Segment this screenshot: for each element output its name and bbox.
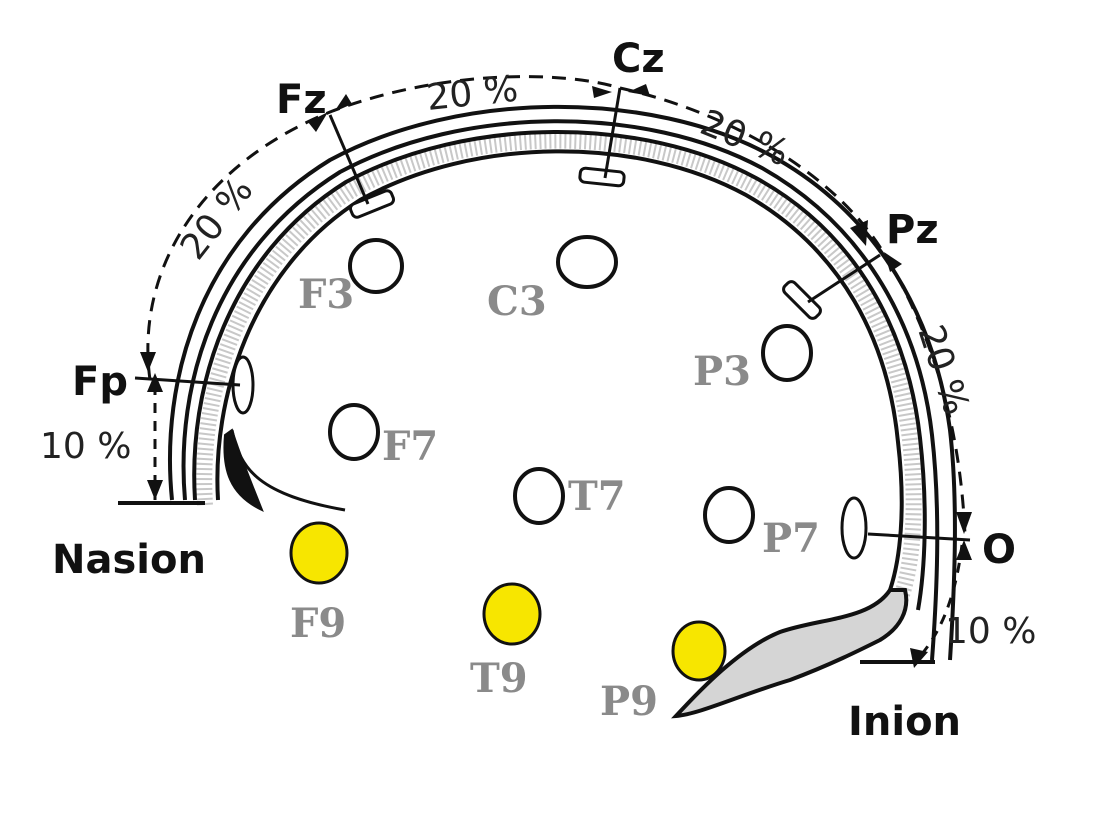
lateral-electrodes xyxy=(328,235,813,544)
pz-tick xyxy=(807,253,881,304)
highlighted-electrodes xyxy=(289,521,727,682)
frontal-sinus xyxy=(223,428,264,512)
pz-pad xyxy=(782,280,822,320)
electrode-c3 xyxy=(556,235,618,289)
pct-fp-fz: 20 % xyxy=(173,170,262,267)
scalp-outer-line xyxy=(168,104,957,661)
nasion-label: Nasion xyxy=(52,537,206,583)
p3-label: P3 xyxy=(693,348,751,395)
electrode-p3 xyxy=(761,324,813,382)
skull-outline xyxy=(118,104,957,719)
fz-pad xyxy=(348,189,396,219)
fz-tick xyxy=(328,114,370,205)
fz-label: Fz xyxy=(276,77,327,123)
arrow-o-up xyxy=(956,540,972,560)
skull-bone-stipple xyxy=(196,132,922,603)
pct-nasion-fp: 10 % xyxy=(40,426,131,467)
electrode-t7 xyxy=(513,467,565,525)
occipital-protuberance xyxy=(671,588,909,719)
arrow-fz-left xyxy=(308,112,328,132)
pct-cz-pz: 20 % xyxy=(695,102,795,174)
arrow-fp-down xyxy=(140,352,156,372)
electrode-f3 xyxy=(348,238,404,294)
t9-label: T9 xyxy=(470,655,528,702)
scalp-inner-line xyxy=(181,119,940,661)
dimension-arc xyxy=(140,75,972,668)
o-label: O xyxy=(982,527,1016,573)
pz-label: Pz xyxy=(886,207,939,253)
skull-inner-table xyxy=(215,149,904,591)
cz-pad xyxy=(578,166,626,188)
electrode-p7 xyxy=(703,486,755,544)
cz-tick xyxy=(603,87,622,179)
f9-label: F9 xyxy=(290,600,346,647)
t7-label: T7 xyxy=(568,473,626,520)
arrow-cz-right xyxy=(628,84,650,96)
arrow-inion-down xyxy=(910,648,928,668)
dimension-arc-path xyxy=(146,75,967,536)
f7-label: F7 xyxy=(382,423,438,470)
skull-outer-table xyxy=(192,130,927,611)
electrode-f7 xyxy=(328,403,380,461)
arrow-cz-left xyxy=(592,86,612,98)
arrow-pz-up xyxy=(884,252,902,272)
p9-label: P9 xyxy=(600,678,658,725)
midline-electrode-pads xyxy=(231,166,868,560)
arrow-pz-down xyxy=(850,220,868,246)
electrode-t9 xyxy=(482,582,542,646)
arrow-nasion-up xyxy=(147,480,163,500)
p7-label: P7 xyxy=(762,515,820,562)
cz-label: Cz xyxy=(612,36,665,82)
electrode-p9 xyxy=(671,620,727,682)
arrow-fz-right xyxy=(334,94,352,112)
fp-label: Fp xyxy=(72,359,128,405)
pct-fz-cz: 20 % xyxy=(425,69,520,119)
arrow-fp-up xyxy=(147,373,163,392)
f3-label: F3 xyxy=(298,271,354,318)
inion-label: Inion xyxy=(848,699,961,745)
o-tick xyxy=(867,532,971,542)
electrode-f9 xyxy=(289,521,349,585)
c3-label: C3 xyxy=(487,278,547,325)
arrow-o-down xyxy=(956,512,972,534)
pct-o-inion: 10 % xyxy=(945,611,1036,652)
o-pad xyxy=(840,496,868,560)
